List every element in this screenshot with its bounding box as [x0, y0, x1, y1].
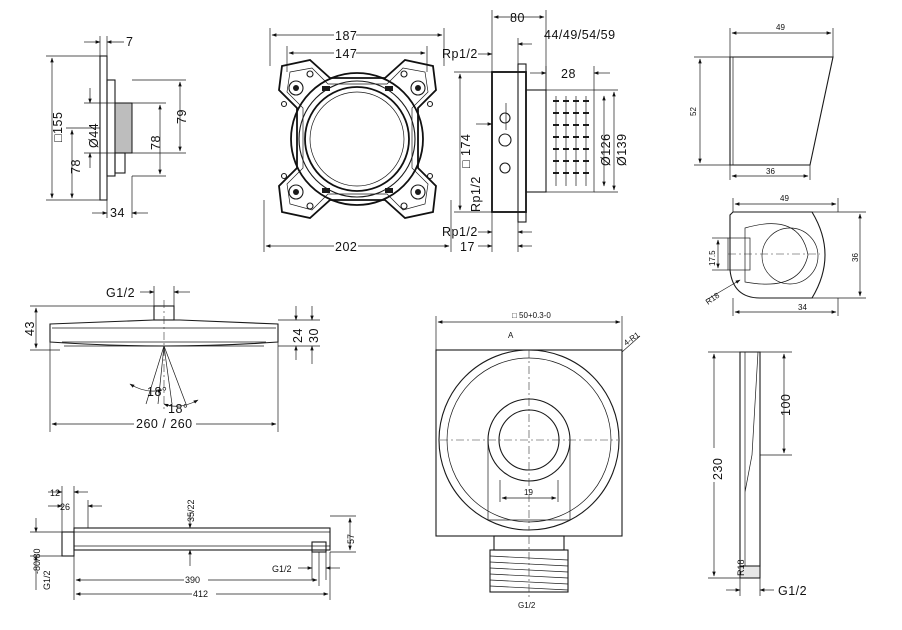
- dim-a-marker: A: [508, 331, 514, 340]
- dim-57: 57: [346, 534, 356, 544]
- trim-plate: [99, 55, 108, 201]
- showerhead-view: G1/2 43 24 30 18° 18° 260 / 260: [23, 286, 321, 432]
- wall-elbow-view: A □ 50+0.3-0 4-R1 19 G1/2: [435, 311, 642, 610]
- dim-18-angle-b: 18°: [168, 402, 188, 416]
- dim-28: 28: [561, 67, 576, 81]
- dim-126: Ø126: [599, 133, 613, 166]
- dim-19: 19: [524, 488, 533, 497]
- dim-36-top: 36: [851, 253, 860, 262]
- trim-stem: [114, 152, 126, 174]
- dim-36-side: 36: [766, 167, 775, 176]
- dim-24: 24: [291, 328, 305, 343]
- dim-147: 147: [335, 47, 357, 61]
- hand-shower-connector: [739, 565, 761, 579]
- dim-r18-top: R18: [704, 291, 722, 307]
- holder-side-view: 49 52 36: [689, 23, 834, 180]
- frame-inner-ring: [304, 86, 410, 192]
- arm-wall-rosette: [61, 531, 75, 557]
- dim-412: 412: [193, 589, 208, 599]
- dim-390: 390: [185, 575, 200, 585]
- dim-49-side: 49: [776, 23, 785, 32]
- dim-78-right: 78: [149, 135, 163, 150]
- trim-cartridge: [114, 102, 133, 154]
- dim-rp-mid: Rp1/2: [469, 176, 483, 212]
- dim-43: 43: [23, 321, 37, 336]
- dim-35-22: 35/22: [186, 499, 196, 522]
- dim-4r1: 4-R1: [622, 330, 642, 348]
- holder-top-view: 49 36 17.5 R18 34: [704, 194, 866, 316]
- dim-7: 7: [126, 35, 133, 49]
- dim-174: □ 174: [459, 134, 473, 168]
- dim-187: 187: [335, 29, 357, 43]
- dim-34-top: 34: [798, 303, 807, 312]
- dim-260: 260 / 260: [136, 417, 193, 431]
- dim-49-top: 49: [780, 194, 789, 203]
- dim-44: Ø44: [87, 123, 101, 148]
- dim-g12-arm-left: G1/2: [42, 570, 52, 590]
- dim-26: 26: [60, 502, 70, 512]
- trim-side-view: 7 □155 Ø44 78 78 79 34: [46, 35, 189, 220]
- arm-tube: [73, 527, 331, 551]
- dim-17-5: 17.5: [708, 250, 717, 266]
- dim-202: 202: [335, 240, 357, 254]
- valve-body-side-view: 80 Rp1/2 44/49/54/59 28 □ 174 Rp1/2 Ø126…: [442, 10, 629, 254]
- frame-outline: [278, 59, 437, 219]
- dim-g12-hand: G1/2: [778, 584, 807, 598]
- dim-44-59: 44/49/54/59: [544, 28, 616, 42]
- dim-12: 12: [50, 488, 60, 498]
- shower-arm-view: 12 26 35/22 -80/80 G1/2 57 G1/2 390: [30, 486, 356, 600]
- trim-collar: [106, 79, 116, 177]
- dim-79: 79: [175, 109, 189, 124]
- dim-80: 80: [510, 11, 525, 25]
- mounting-frame-view: 187 147 202: [263, 28, 452, 254]
- dim-139: Ø139: [615, 133, 629, 166]
- dim-34: 34: [110, 206, 125, 220]
- hand-shower-body: [739, 351, 761, 567]
- dim-230: 230: [711, 458, 725, 480]
- dim-rp-top: Rp1/2: [442, 47, 478, 61]
- dim-78-left: 78: [69, 159, 83, 174]
- dim-155: □155: [51, 112, 65, 142]
- dim-50: □ 50+0.3-0: [512, 311, 551, 320]
- hand-shower-view: 230 100 R18 G1/2: [708, 351, 807, 598]
- dim-g12-head: G1/2: [106, 286, 135, 300]
- dim-30: 30: [307, 328, 321, 343]
- dim-g12-elbow: G1/2: [518, 601, 536, 610]
- holder-top-outline: [729, 211, 826, 299]
- frame-outer-ring: [290, 72, 424, 206]
- dim-rp-bottom: Rp1/2: [442, 225, 478, 239]
- dim-52: 52: [689, 107, 698, 116]
- dim-17: 17: [460, 240, 475, 254]
- dim-g12-arm-right: G1/2: [272, 564, 292, 574]
- valve-body: [491, 71, 527, 213]
- holder-side-outline: [729, 56, 834, 166]
- dim-80-80: -80/80: [32, 548, 42, 574]
- dim-r18-hand: R18: [736, 559, 746, 576]
- dim-100: 100: [779, 394, 793, 416]
- dim-18-angle-a: 18°: [147, 385, 167, 399]
